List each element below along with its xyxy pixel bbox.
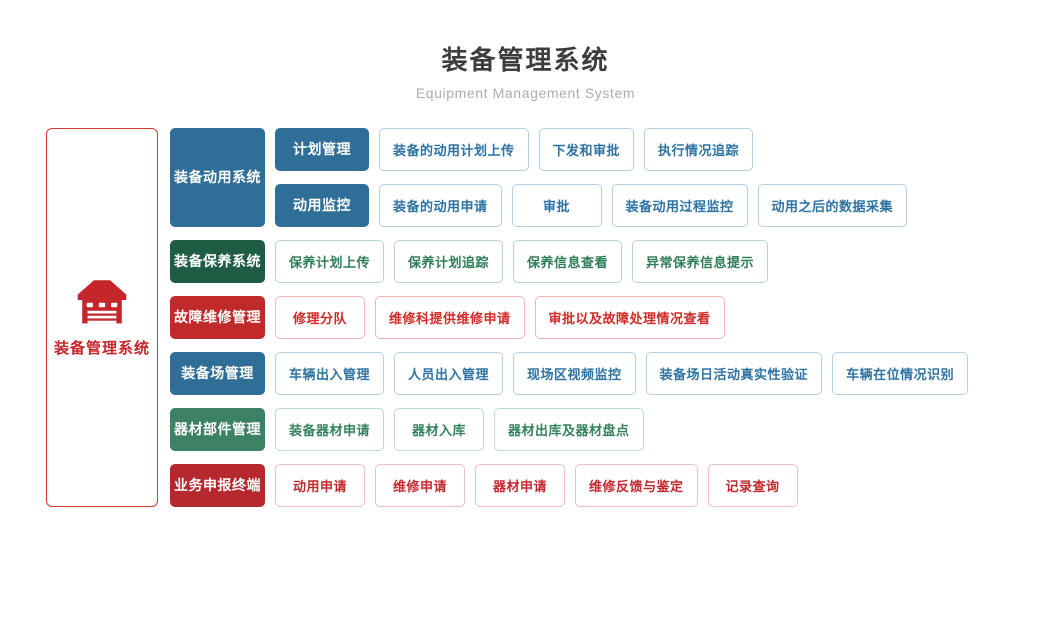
page-title: 装备管理系统 — [441, 45, 610, 75]
garage-icon — [75, 276, 129, 324]
category-equipment-usage-system: 装备动用系统 — [170, 127, 265, 227]
root-node-equipment-management: 装备管理系统 — [46, 127, 158, 507]
leaf-maintenance-info-view: 保养信息查看 — [513, 239, 623, 283]
leaf-execution-tracking: 执行情况追踪 — [644, 127, 754, 171]
leaf-vehicle-access-management: 车辆出入管理 — [275, 351, 385, 395]
leaf-usage-plan-upload: 装备的动用计划上传 — [379, 127, 529, 171]
leaf-record-query: 记录查询 — [707, 463, 798, 507]
group-parts-management: 器材部件管理 装备器材申请 器材入库 器材出库及器材盘点 — [170, 407, 968, 451]
leaf-parts-outbound-and-inventory: 器材出库及器材盘点 — [494, 407, 644, 451]
leaf-parts-inbound: 器材入库 — [394, 407, 485, 451]
leaf-maintenance-plan-upload: 保养计划上传 — [275, 239, 385, 283]
category-maintenance-system: 装备保养系统 — [170, 239, 265, 283]
page-header: 装备管理系统 Equipment Management System — [0, 0, 1051, 101]
leaf-repair-dept-application: 维修科提供维修申请 — [375, 295, 525, 339]
category-business-declaration-terminal: 业务申报终端 — [170, 463, 265, 507]
root-node-label: 装备管理系统 — [53, 340, 150, 358]
category-parts-management: 器材部件管理 — [170, 407, 265, 451]
equipment-usage-branches: 计划管理 装备的动用计划上传 下发和审批 执行情况追踪 动用监控 装备的动用申请… — [275, 127, 908, 227]
leaf-abnormal-maintenance-alert: 异常保养信息提示 — [632, 239, 769, 283]
branch-plan-management-row: 计划管理 装备的动用计划上传 下发和审批 执行情况追踪 — [275, 127, 907, 171]
group-maintenance-system: 装备保养系统 保养计划上传 保养计划追踪 保养信息查看 异常保养信息提示 — [170, 239, 968, 283]
branch-usage-monitoring-row: 动用监控 装备的动用申请 审批 装备动用过程监控 动用之后的数据采集 — [275, 183, 908, 227]
diagram-rows: 装备动用系统 计划管理 装备的动用计划上传 下发和审批 执行情况追踪 动用监控 … — [170, 127, 969, 520]
leaf-equipment-parts-application: 装备器材申请 — [275, 407, 385, 451]
leaf-usage-process-monitoring: 装备动用过程监控 — [611, 183, 748, 227]
leaf-approval-and-fault-status-view: 审批以及故障处理情况查看 — [534, 295, 725, 339]
leaf-personnel-access-management: 人员出入管理 — [394, 351, 504, 395]
leaf-approval: 审批 — [511, 183, 602, 227]
group-equipment-yard-management: 装备场管理 车辆出入管理 人员出入管理 现场区视频监控 装备场日活动真实性验证 … — [170, 351, 969, 395]
subcategory-usage-monitoring: 动用监控 — [275, 183, 369, 227]
leaf-yard-activity-authenticity-verification: 装备场日活动真实性验证 — [645, 351, 823, 395]
group-business-declaration-terminal: 业务申报终端 动用申请 维修申请 器材申请 维修反馈与鉴定 记录查询 — [170, 463, 968, 507]
leaf-repair-request: 维修申请 — [375, 463, 465, 507]
system-diagram: 装备管理系统 装备动用系统 计划管理 装备的动用计划上传 下发和审批 执行情况追… — [46, 127, 1051, 520]
leaf-post-usage-data-collection: 动用之后的数据采集 — [757, 183, 908, 227]
leaf-issue-and-approval: 下发和审批 — [538, 127, 635, 171]
leaf-repair-unit: 修理分队 — [275, 295, 365, 339]
subcategory-plan-management: 计划管理 — [275, 127, 369, 171]
category-equipment-yard-management: 装备场管理 — [170, 351, 265, 395]
leaf-repair-feedback-and-appraisal: 维修反馈与鉴定 — [575, 463, 698, 507]
leaf-parts-request: 器材申请 — [475, 463, 565, 507]
leaf-usage-application: 装备的动用申请 — [379, 183, 502, 227]
leaf-maintenance-plan-tracking: 保养计划追踪 — [394, 239, 504, 283]
group-fault-repair-management: 故障维修管理 修理分队 维修科提供维修申请 审批以及故障处理情况查看 — [170, 295, 968, 339]
page-subtitle: Equipment Management System — [415, 84, 636, 101]
category-fault-repair-management: 故障维修管理 — [170, 295, 265, 339]
leaf-usage-request: 动用申请 — [275, 463, 365, 507]
leaf-vehicle-presence-recognition: 车辆在位情况识别 — [832, 351, 969, 395]
group-equipment-usage-system: 装备动用系统 计划管理 装备的动用计划上传 下发和审批 执行情况追踪 动用监控 … — [170, 127, 968, 227]
leaf-site-video-surveillance: 现场区视频监控 — [513, 351, 636, 395]
